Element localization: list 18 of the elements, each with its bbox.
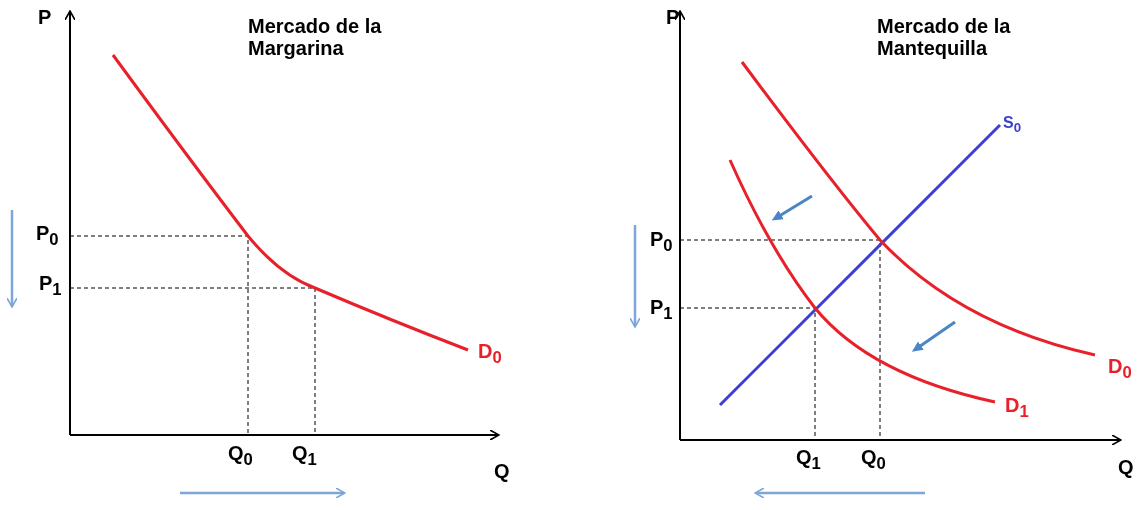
curve-label: D$_{0}$: [478, 340, 502, 368]
quantity-label: Q$_{0}$: [228, 442, 253, 470]
price-label: P$_{0}$: [650, 228, 673, 256]
quantity-label: Q$_{0}$: [861, 446, 886, 474]
curve-label: S$_{0}$: [1003, 114, 1022, 136]
axis-label: P: [38, 6, 52, 28]
axis-label: P: [666, 6, 680, 28]
quantity-label: Q$_{1}$: [796, 446, 821, 474]
quantity-label: Q$_{1}$: [292, 442, 317, 470]
axis-label: Q: [1118, 456, 1134, 478]
price-label: P$_{1}$: [650, 296, 673, 324]
curve-label: D$_{1}$: [1005, 394, 1029, 422]
axis-label: Q: [494, 460, 510, 482]
curve-label: D$_{0}$: [1108, 355, 1132, 383]
chart-title: Mercado de la Margarina: [248, 15, 383, 59]
chart-title: Mercado de la Mantequilla: [877, 15, 1012, 59]
price-label: P$_{0}$: [36, 222, 59, 250]
price-label: P$_{1}$: [39, 272, 62, 300]
